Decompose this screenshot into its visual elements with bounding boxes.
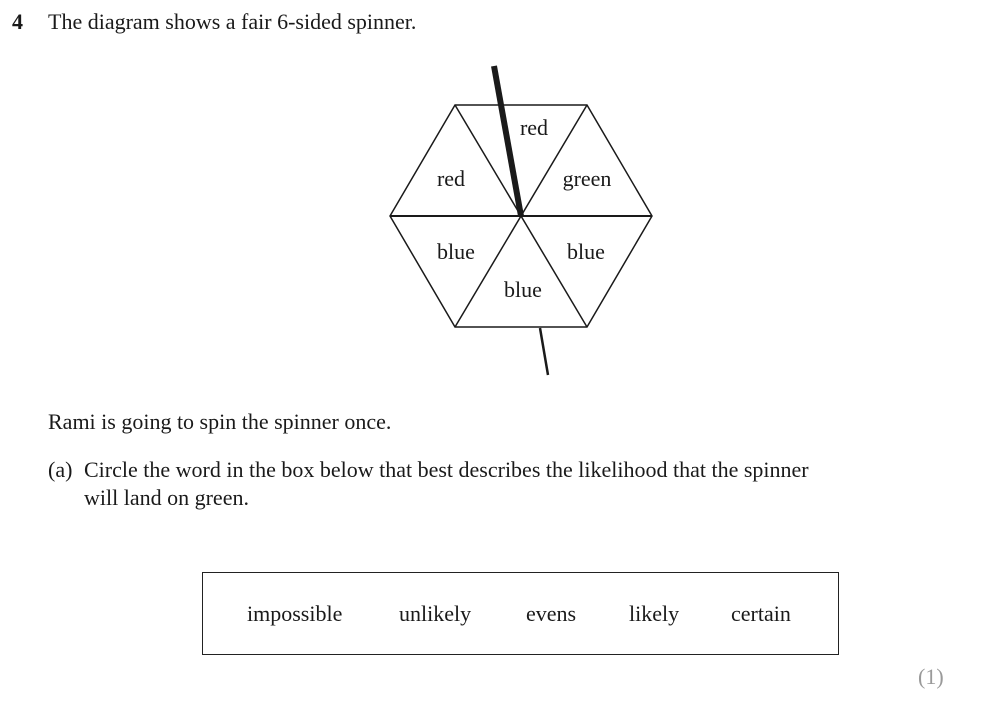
question-intro: The diagram shows a fair 6-sided spinner… bbox=[48, 9, 417, 34]
marks-indicator: (1) bbox=[918, 664, 944, 689]
scenario-text: Rami is going to spin the spinner once. bbox=[48, 409, 392, 434]
word-certain[interactable]: certain bbox=[731, 601, 791, 626]
part-a-instruction-line1: Circle the word in the box below that be… bbox=[84, 457, 809, 482]
sector-label-top: red bbox=[520, 115, 548, 140]
spinner-pointer bbox=[491, 65, 524, 217]
sector-label-upper-left: red bbox=[437, 166, 465, 191]
word-impossible[interactable]: impossible bbox=[247, 601, 343, 626]
likelihood-word-box: impossible unlikely evens likely certain bbox=[202, 572, 839, 655]
part-a-instruction-line2: will land on green. bbox=[84, 485, 249, 510]
sector-label-upper-right: green bbox=[563, 166, 612, 191]
word-unlikely[interactable]: unlikely bbox=[399, 601, 472, 626]
word-evens[interactable]: evens bbox=[526, 601, 577, 626]
word-likely[interactable]: likely bbox=[629, 601, 680, 626]
spinner-pointer-tail bbox=[538, 327, 550, 376]
sector-label-lower-right: blue bbox=[567, 239, 605, 264]
sector-label-bottom: blue bbox=[504, 277, 542, 302]
part-a-label: (a) bbox=[48, 457, 73, 482]
question-number: 4 bbox=[12, 9, 23, 34]
spinner-diagram: red red green blue blue blue bbox=[389, 65, 653, 376]
sector-label-lower-left: blue bbox=[437, 239, 475, 264]
